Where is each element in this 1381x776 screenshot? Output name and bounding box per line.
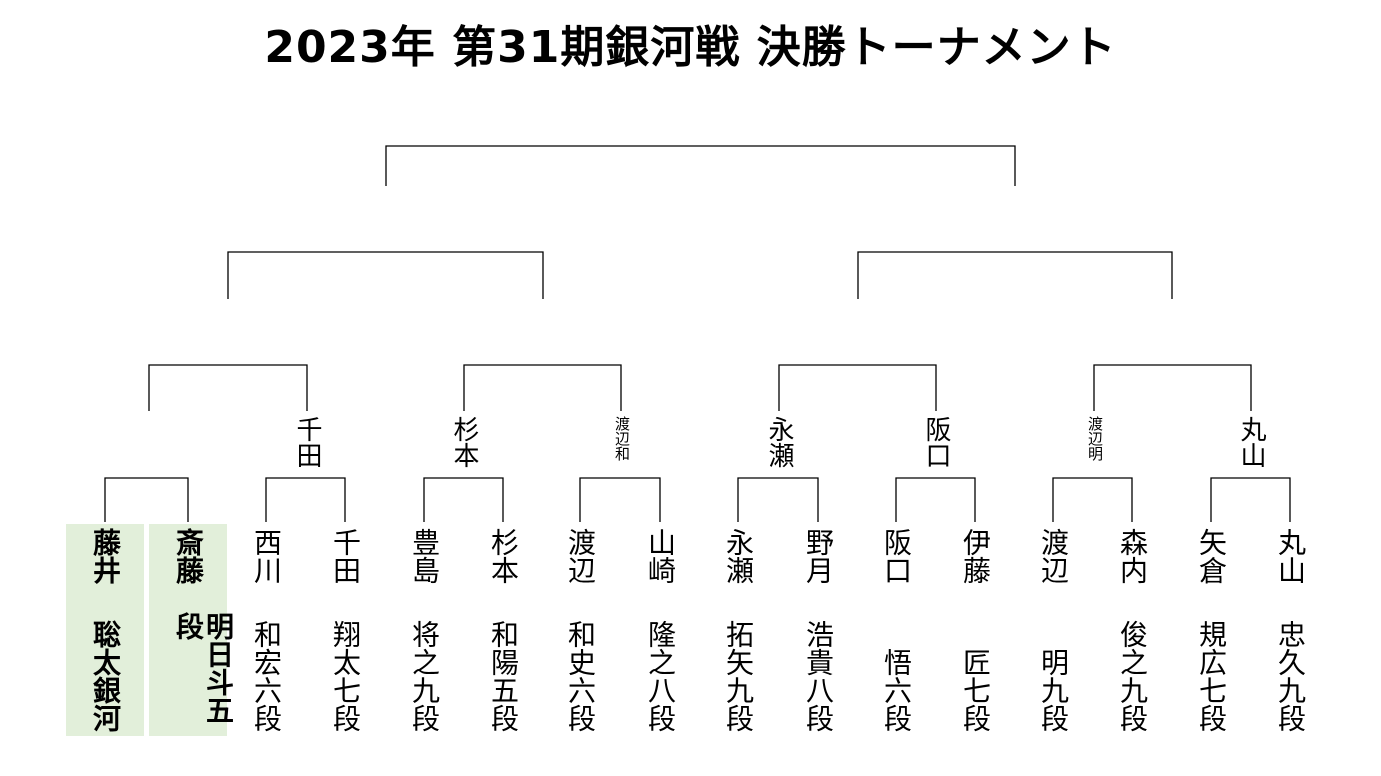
- bracket-round1-match-2: [265, 477, 346, 522]
- player-10-rank: 悟六段: [880, 648, 913, 732]
- player-9-name: 野月: [802, 528, 835, 584]
- winner-label-match-4: 渡辺和: [613, 416, 631, 461]
- player-4-rank: 将之九段: [408, 620, 441, 732]
- player-6-name: 渡辺: [564, 528, 597, 584]
- bracket-round1-match-1: [104, 477, 189, 522]
- bracket-final: [385, 145, 1016, 186]
- player-0-rank: 聡太銀河: [89, 620, 122, 732]
- bracket-round1-match-6: [895, 477, 976, 522]
- player-1-name: 斎藤: [172, 528, 205, 584]
- winner-label-match-6: 阪口: [921, 416, 951, 468]
- bracket-round1-match-5: [737, 477, 819, 522]
- bracket-round2-match-2: [463, 364, 622, 411]
- bracket-round1-match-7: [1052, 477, 1133, 522]
- bracket-round2-match-3: [778, 364, 937, 411]
- bracket-semifinal-2: [857, 251, 1173, 299]
- bracket-round1-match-4: [579, 477, 661, 522]
- player-2-rank: 和宏六段: [250, 620, 283, 732]
- player-13-name: 森内: [1116, 528, 1149, 584]
- player-13-rank: 俊之九段: [1116, 620, 1149, 732]
- player-12-rank: 明九段: [1037, 648, 1070, 732]
- player-8-name: 永瀬: [722, 528, 755, 584]
- player-0-name: 藤井: [89, 528, 122, 584]
- player-6-rank: 和史六段: [564, 620, 597, 732]
- winner-label-match-3: 杉本: [449, 416, 479, 468]
- player-1-rank: 明日斗五段: [172, 612, 235, 724]
- player-2-name: 西川: [250, 528, 283, 584]
- bracket-semifinal-1: [227, 251, 544, 299]
- bracket-round1-match-3: [423, 477, 504, 522]
- player-12-name: 渡辺: [1037, 528, 1070, 584]
- page-title: 2023年 第31期銀河戦 決勝トーナメント: [264, 22, 1117, 73]
- winner-label-match-2: 千田: [292, 416, 322, 468]
- player-15-name: 丸山: [1274, 528, 1307, 584]
- player-5-rank: 和陽五段: [487, 620, 520, 732]
- bracket-round2-match-4: [1093, 364, 1252, 411]
- player-11-name: 伊藤: [959, 528, 992, 584]
- winner-label-match-7: 渡辺明: [1086, 416, 1104, 461]
- player-3-rank: 翔太七段: [329, 620, 362, 732]
- player-5-name: 杉本: [487, 528, 520, 584]
- bracket-round1-match-8: [1210, 477, 1291, 522]
- player-14-name: 矢倉: [1195, 528, 1228, 584]
- champion-highlight-0: [66, 524, 144, 736]
- player-7-rank: 隆之八段: [644, 620, 677, 732]
- winner-label-match-5: 永瀬: [764, 416, 794, 468]
- player-4-name: 豊島: [408, 528, 441, 584]
- player-15-rank: 忠久九段: [1274, 620, 1307, 732]
- winner-label-match-8: 丸山: [1236, 416, 1266, 468]
- player-14-rank: 規広七段: [1195, 620, 1228, 732]
- bracket-round2-match-1: [148, 364, 308, 411]
- player-9-rank: 浩貴八段: [802, 620, 835, 732]
- player-3-name: 千田: [329, 528, 362, 584]
- player-8-rank: 拓矢九段: [722, 620, 755, 732]
- player-10-name: 阪口: [880, 528, 913, 584]
- player-11-rank: 匠七段: [959, 648, 992, 732]
- champion-highlight-1: [149, 524, 227, 736]
- player-7-name: 山崎: [644, 528, 677, 584]
